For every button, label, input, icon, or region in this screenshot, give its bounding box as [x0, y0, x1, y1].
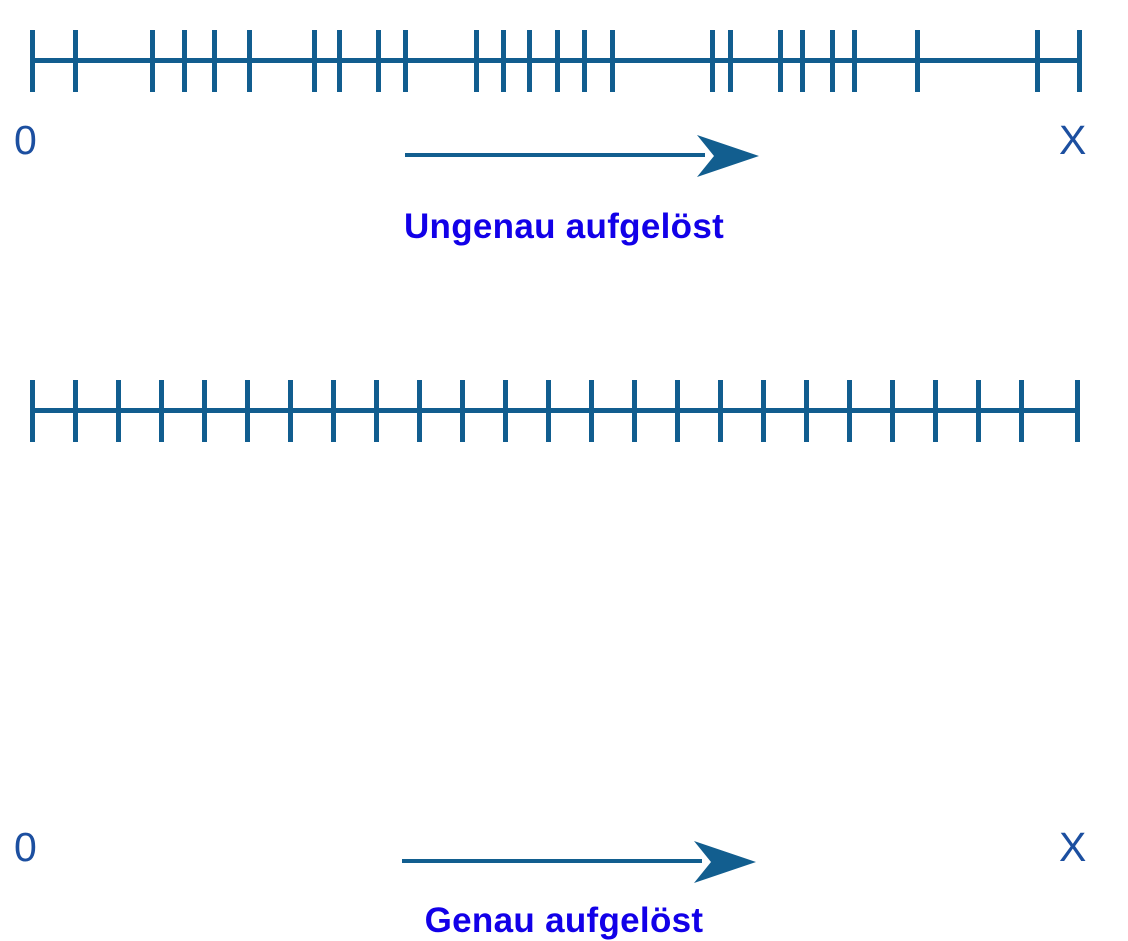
fine-tick: [331, 380, 336, 442]
coarse-tick: [376, 30, 381, 92]
coarse-tick: [337, 30, 342, 92]
coarse-tick: [403, 30, 408, 92]
fine-axis-end-label: X: [1059, 824, 1087, 870]
coarse-tick: [73, 30, 78, 92]
coarse-tick: [830, 30, 835, 92]
coarse-tick: [150, 30, 155, 92]
fine-tick: [847, 380, 852, 442]
fine-tick: [718, 380, 723, 442]
fine-tick: [374, 380, 379, 442]
coarse-resolution-panel: 0 X Ungenau aufgelöst: [0, 0, 1128, 300]
arrow-right-icon: [405, 135, 759, 177]
fine-tick: [1075, 380, 1080, 442]
fine-tick: [288, 380, 293, 442]
fine-tick: [116, 380, 121, 442]
coarse-axis-end-label: X: [1059, 117, 1087, 163]
coarse-tick: [710, 30, 715, 92]
fine-tick: [1019, 380, 1024, 442]
fine-tick: [503, 380, 508, 442]
fine-tick: [976, 380, 981, 442]
fine-tick: [632, 380, 637, 442]
coarse-direction-arrow: [405, 133, 765, 184]
fine-tick: [73, 380, 78, 442]
coarse-tick: [582, 30, 587, 92]
coarse-tick: [852, 30, 857, 92]
fine-axis-start-label: 0: [14, 824, 37, 870]
coarse-tick: [778, 30, 783, 92]
fine-tick: [159, 380, 164, 442]
fine-tick: [245, 380, 250, 442]
coarse-tick: [1035, 30, 1040, 92]
coarse-tick: [1077, 30, 1082, 92]
coarse-tick: [182, 30, 187, 92]
fine-caption: Genau aufgelöst: [424, 901, 704, 940]
fine-tick: [460, 380, 465, 442]
fine-direction-arrow: [402, 839, 762, 890]
coarse-axis-start-label: 0: [14, 117, 37, 163]
fine-tick: [417, 380, 422, 442]
coarse-tick: [312, 30, 317, 92]
fine-tick: [589, 380, 594, 442]
coarse-tick: [800, 30, 805, 92]
fine-tick: [804, 380, 809, 442]
fine-tick: [890, 380, 895, 442]
coarse-tick: [30, 30, 35, 92]
fine-tick: [202, 380, 207, 442]
coarse-tick: [610, 30, 615, 92]
fine-axis-area: [0, 380, 1128, 460]
coarse-caption: Ungenau aufgelöst: [403, 207, 725, 246]
coarse-tick: [247, 30, 252, 92]
coarse-tick: [501, 30, 506, 92]
coarse-tick: [212, 30, 217, 92]
fine-resolution-panel: 0 X Genau aufgelöst: [0, 350, 1128, 940]
fine-tick: [933, 380, 938, 442]
arrow-right-icon: [402, 841, 756, 883]
coarse-axis-area: [0, 30, 1128, 110]
coarse-tick: [728, 30, 733, 92]
fine-tick: [30, 380, 35, 442]
coarse-tick: [474, 30, 479, 92]
coarse-tick: [527, 30, 532, 92]
coarse-tick: [555, 30, 560, 92]
coarse-tick: [915, 30, 920, 92]
fine-tick: [675, 380, 680, 442]
fine-axis-line: [30, 408, 1080, 413]
fine-tick: [761, 380, 766, 442]
fine-tick: [546, 380, 551, 442]
